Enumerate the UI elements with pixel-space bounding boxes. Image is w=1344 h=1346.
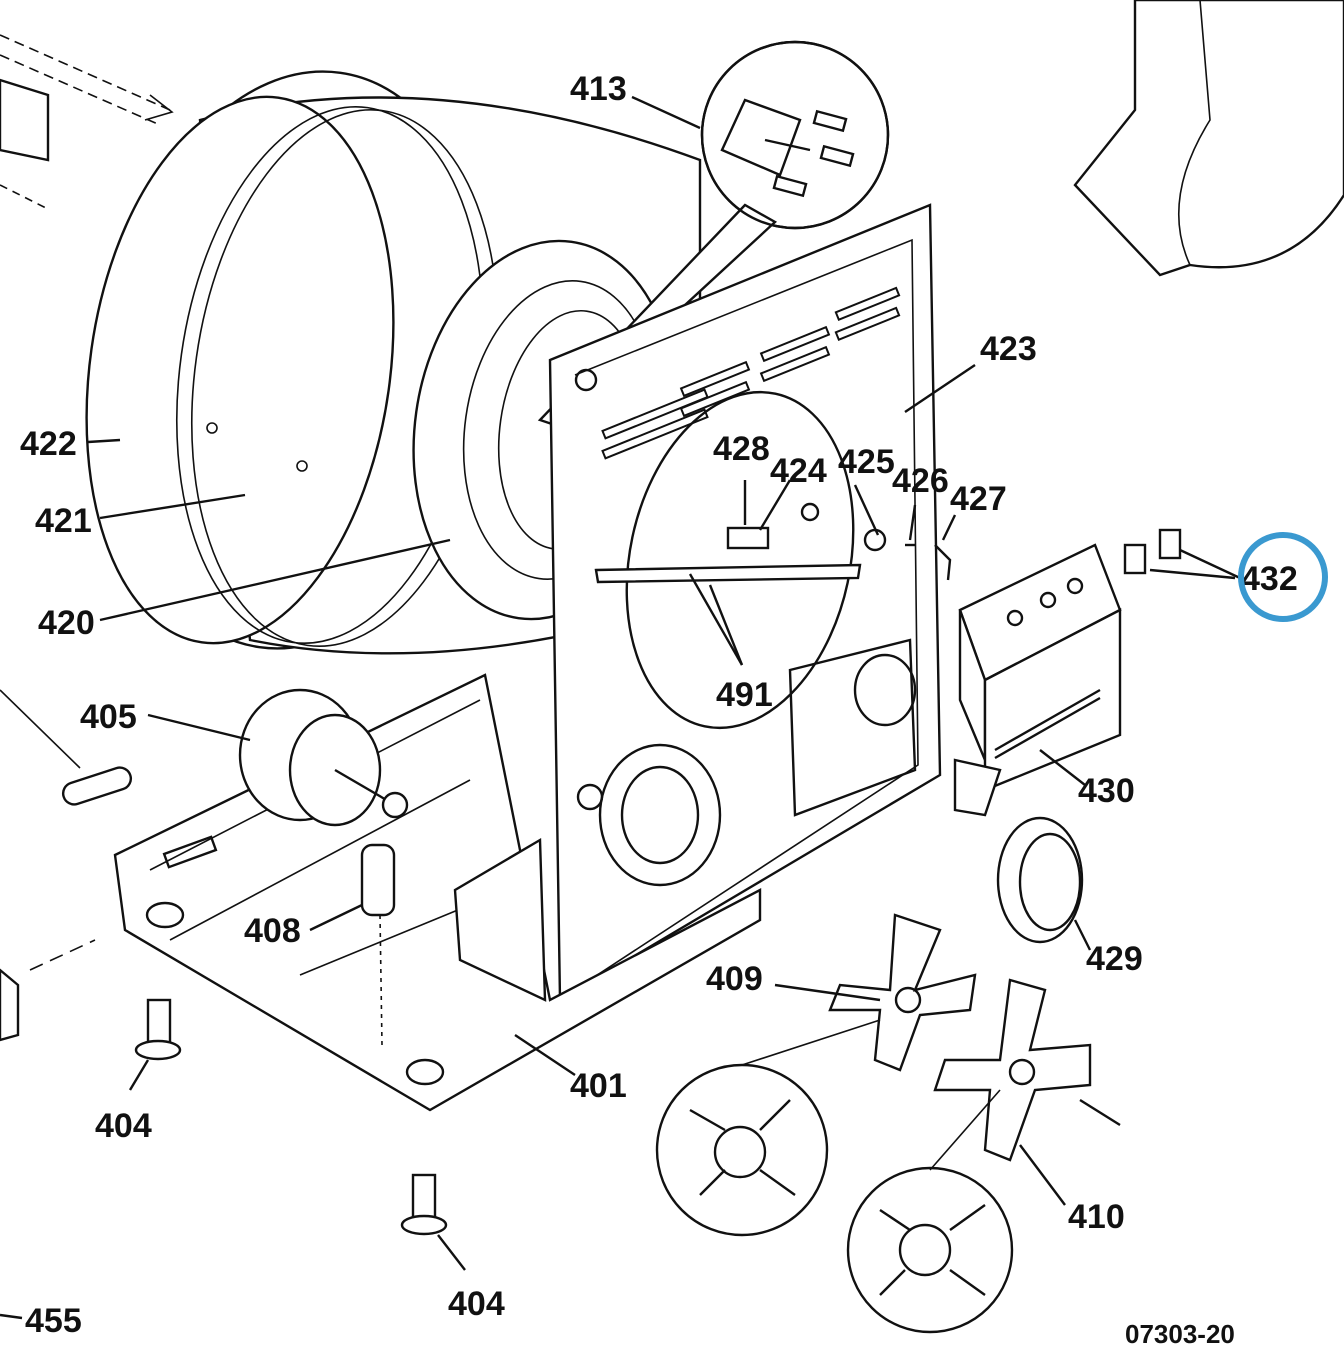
heater-assembly xyxy=(953,528,1241,817)
leveling-foot-right xyxy=(400,1173,466,1271)
label-432: 432 xyxy=(1241,560,1298,598)
label-410: 410 xyxy=(1068,1198,1125,1236)
highlight-ring[interactable] xyxy=(1238,532,1328,622)
label-424: 424 xyxy=(770,452,827,490)
label-428: 428 xyxy=(713,430,770,468)
label-429: 429 xyxy=(1086,940,1143,978)
outlet-ring xyxy=(996,816,1092,951)
label-408: 408 xyxy=(244,912,301,950)
label-413: 413 xyxy=(570,70,627,108)
label-423: 423 xyxy=(980,330,1037,368)
leveling-foot-left xyxy=(128,998,182,1091)
label-455: 455 xyxy=(25,1302,82,1340)
label-426: 426 xyxy=(892,462,949,500)
label-430: 430 xyxy=(1078,772,1135,810)
label-420: 420 xyxy=(38,604,95,642)
label-421: 421 xyxy=(35,502,92,540)
motor xyxy=(0,688,409,827)
label-425: 425 xyxy=(838,443,895,481)
label-405: 405 xyxy=(80,698,137,736)
bottom-left-fragment xyxy=(0,939,96,1320)
blower-wheel-409 xyxy=(655,913,977,1237)
rear-panel xyxy=(548,203,976,1003)
label-401: 401 xyxy=(570,1067,627,1105)
label-427: 427 xyxy=(950,480,1007,518)
diagram-code: 07303-20 xyxy=(1125,1319,1235,1346)
label-409: 409 xyxy=(706,960,763,998)
part-labels: 413 422 421 420 423 428 424 425 426 427 … xyxy=(20,70,1298,1346)
label-404-right: 404 xyxy=(448,1285,505,1323)
blower-wheel-410 xyxy=(846,978,1121,1334)
capacitor xyxy=(309,843,396,1046)
assembly-direction-arrows xyxy=(0,34,174,211)
label-422: 422 xyxy=(20,425,77,463)
exhaust-duct xyxy=(1073,0,1344,277)
label-404-left: 404 xyxy=(95,1107,152,1145)
label-491: 491 xyxy=(716,676,773,714)
